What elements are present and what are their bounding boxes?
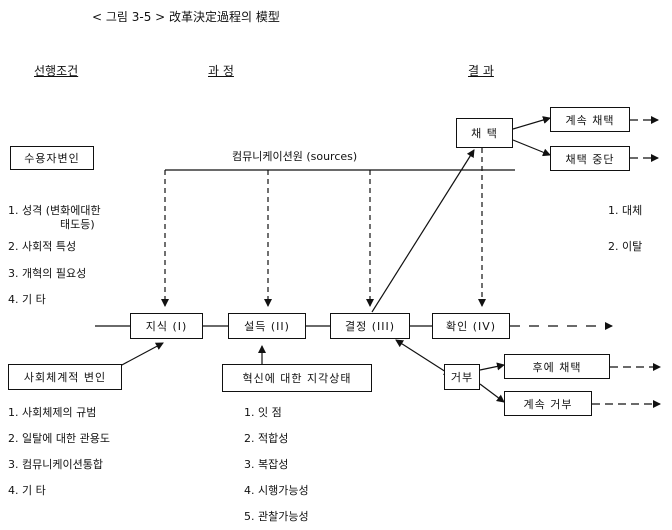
adoption-box: 채 택: [456, 118, 513, 148]
discontinuance-item-1: 1. 대체: [608, 204, 643, 217]
receiver-item-1-cont: 태도등): [60, 218, 95, 231]
rejection-to-decision: [395, 339, 452, 376]
perception-item-1: 1. 잇 점: [244, 406, 282, 419]
rejection-box: 거부: [444, 364, 480, 390]
perception-item-4: 4. 시행가능성: [244, 484, 309, 497]
figure-title: < 그림 3-5 > 改革決定過程의 模型: [92, 10, 280, 24]
receiver-item-2: 2. 사회적 특성: [8, 240, 77, 253]
rejection-to-continued: [479, 383, 505, 403]
header-results: 결 과: [468, 64, 494, 78]
social-item-2: 2. 일탈에 대한 관용도: [8, 432, 110, 445]
stage-decision: 결정 (III): [330, 313, 410, 339]
stage-confirmation: 확인 (IV): [432, 313, 510, 339]
header-preconditions: 선행조건: [34, 64, 79, 78]
social-item-3: 3. 컴뮤니케이션통합: [8, 458, 103, 471]
continued-adoption-box: 계속 채택: [550, 107, 630, 132]
discontinuance-item-2: 2. 이탈: [608, 240, 643, 253]
receiver-variables-box: 수용자변인: [10, 146, 94, 170]
later-adoption-box: 후에 채택: [504, 354, 610, 379]
perception-item-5: 5. 관찰가능성: [244, 510, 309, 523]
innovation-perception-box: 혁신에 대한 지각상태: [222, 364, 372, 392]
continued-rejection-box: 계속 거부: [504, 391, 592, 416]
receiver-item-3: 3. 개혁의 필요성: [8, 267, 87, 280]
social-item-1: 1. 사회체제의 규범: [8, 406, 97, 419]
social-to-knowledge: [119, 342, 164, 367]
header-process: 과 정: [208, 64, 234, 78]
receiver-item-1: 1. 성격 (변화에대한: [8, 204, 101, 217]
social-system-variables-box: 사회체계적 변인: [8, 364, 122, 390]
social-item-4: 4. 기 타: [8, 484, 46, 497]
discontinuance-box: 채택 중단: [550, 146, 630, 171]
perception-item-3: 3. 복잡성: [244, 458, 289, 471]
receiver-item-4: 4. 기 타: [8, 293, 46, 306]
stage-knowledge: 지식 (I): [130, 313, 203, 339]
adoption-to-continued: [512, 116, 551, 130]
rejection-to-later: [479, 362, 505, 371]
decision-to-adoption: [371, 149, 475, 313]
stage-persuasion: 설득 (II): [228, 313, 306, 339]
sources-label: 컴뮤니케이션원 (sources): [232, 150, 358, 163]
perception-item-2: 2. 적합성: [244, 432, 289, 445]
adoption-to-discontinued: [512, 139, 551, 157]
